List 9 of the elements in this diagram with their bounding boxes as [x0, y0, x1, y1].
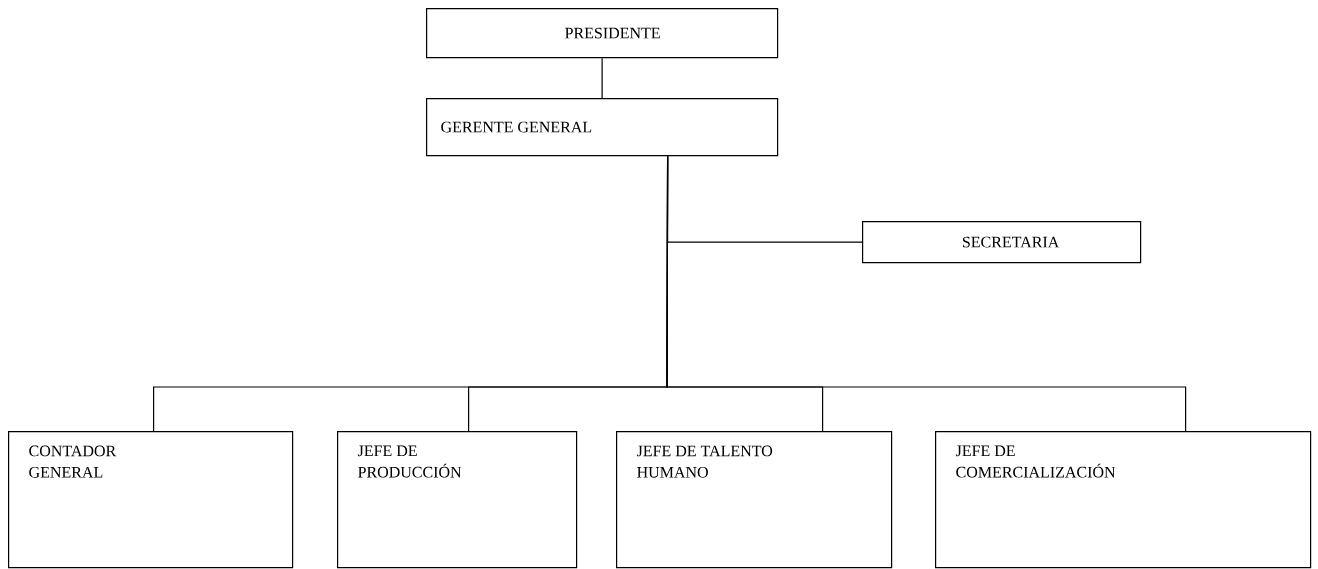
org-box: JEFE DE PRODUCCIÓN [337, 431, 578, 569]
org-box: PRESIDENTE [426, 8, 779, 59]
org-box: JEFE DE COMERCIALIZACIÓN [935, 431, 1312, 569]
connector-line [601, 57, 603, 99]
org-box: GERENTE GENERAL [426, 98, 779, 157]
org-box: JEFE DE TALENTO HUMANO [616, 431, 893, 569]
connector-line [666, 155, 1187, 432]
org-box: SECRETARIA [862, 221, 1142, 264]
org-box: CONTADOR GENERAL [8, 431, 294, 569]
